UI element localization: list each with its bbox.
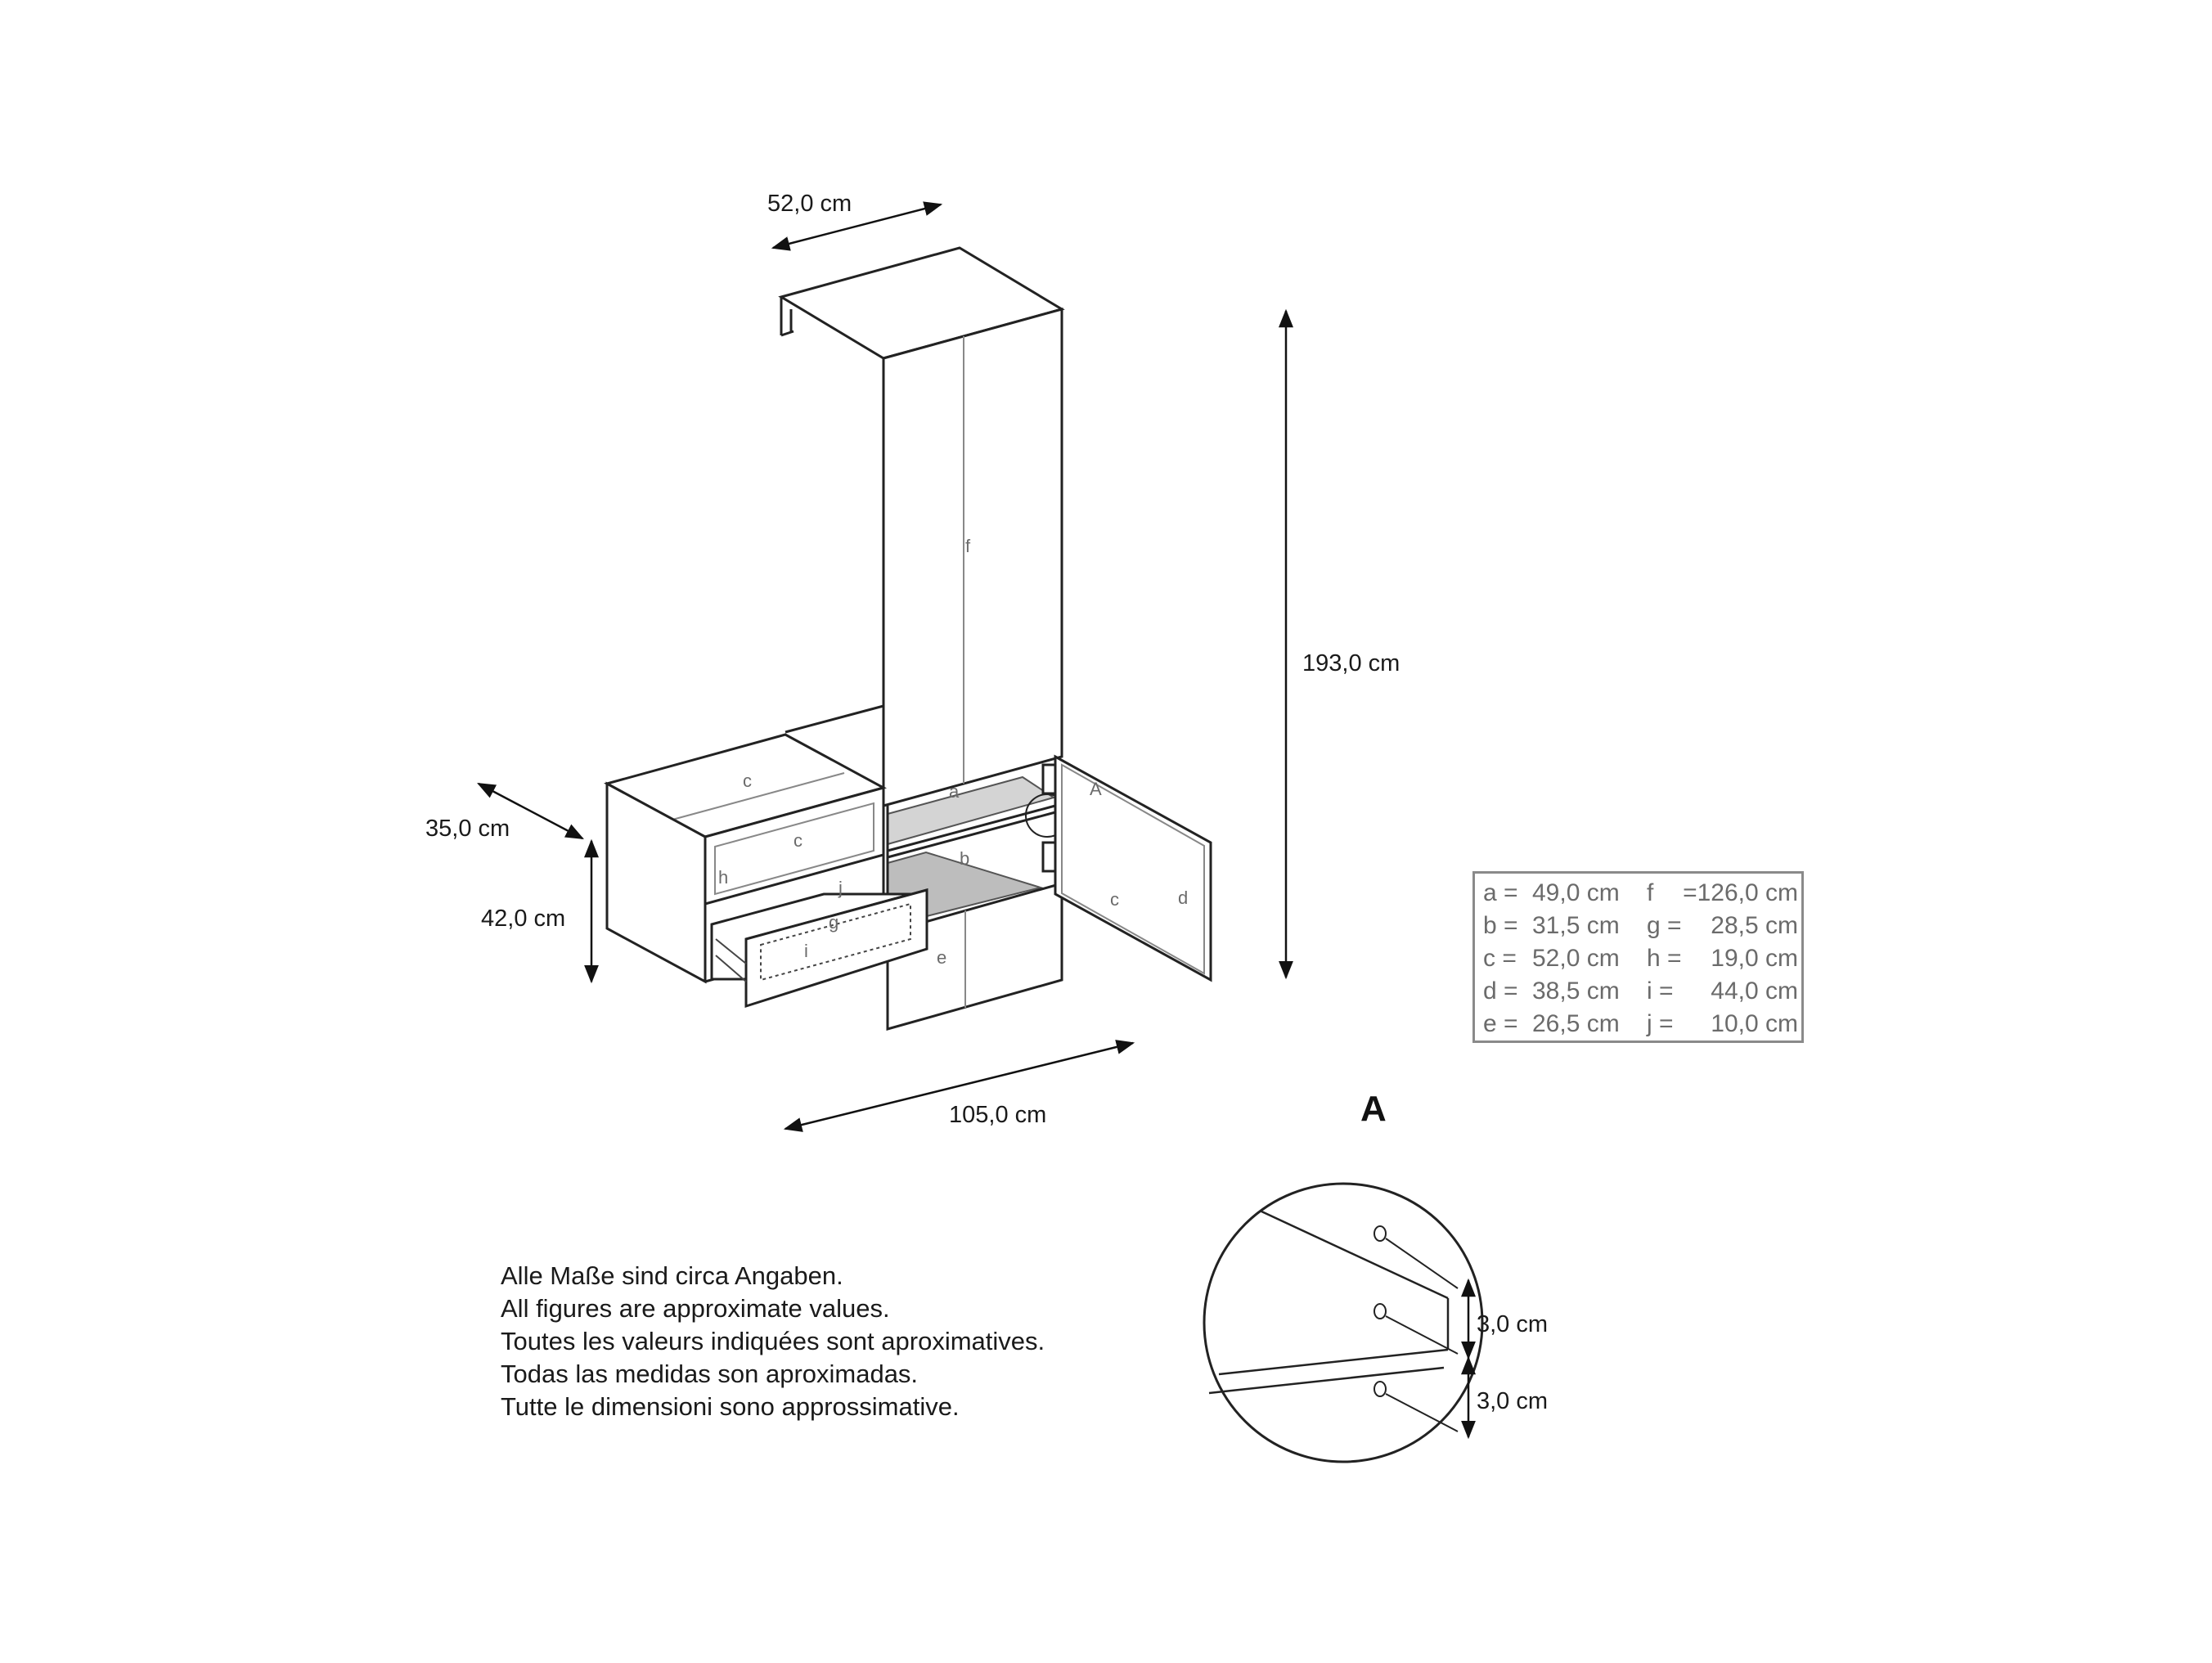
legend-value: 49,0 cm bbox=[1532, 879, 1620, 906]
detail-title: A bbox=[1360, 1089, 1387, 1129]
part-label-c-door: c bbox=[1110, 889, 1119, 910]
part-label-b: b bbox=[960, 848, 969, 869]
part-label-f: f bbox=[965, 536, 971, 556]
legend-value: =126,0 cm bbox=[1683, 879, 1798, 906]
part-label-c-top: c bbox=[743, 771, 752, 791]
legend-key: f bbox=[1647, 879, 1654, 906]
width-total-label: 105,0 cm bbox=[949, 1102, 1046, 1128]
note-line: Tutte le dimensioni sono approssimative. bbox=[501, 1392, 960, 1421]
legend-key: g = bbox=[1647, 912, 1682, 939]
depth-top-label: 52,0 cm bbox=[767, 191, 852, 217]
legend-row: a = 49,0 cm f =126,0 cm bbox=[1483, 877, 1801, 910]
part-label-a: a bbox=[949, 781, 960, 802]
part-label-j: j bbox=[838, 878, 843, 898]
depth-bench-arrow bbox=[477, 782, 584, 840]
legend-row: c = 52,0 cm h = 19,0 cm bbox=[1483, 942, 1801, 975]
legend-row: d = 38,5 cm i = 44,0 cm bbox=[1483, 975, 1801, 1008]
legend-key: e = bbox=[1483, 1010, 1518, 1037]
legend-value: 26,5 cm bbox=[1532, 1010, 1620, 1037]
note-line: All figures are approximate values. bbox=[501, 1294, 890, 1323]
part-label-g: g bbox=[829, 912, 838, 933]
legend-key: b = bbox=[1483, 912, 1518, 939]
dimension-legend: a = 49,0 cm f =126,0 cm b = 31,5 cm g = … bbox=[1472, 871, 1804, 1043]
note-line: Todas las medidas son aproximadas. bbox=[501, 1360, 919, 1388]
height-total-label: 193,0 cm bbox=[1302, 650, 1400, 676]
part-label-e: e bbox=[937, 947, 946, 968]
legend-value: 10,0 cm bbox=[1711, 1010, 1798, 1037]
legend-value: 38,5 cm bbox=[1532, 978, 1620, 1005]
open-drawer bbox=[710, 888, 928, 1009]
dimension-lines bbox=[477, 201, 1293, 1132]
legend-value: 31,5 cm bbox=[1532, 912, 1620, 939]
legend-value: 52,0 cm bbox=[1532, 945, 1620, 972]
legend-key: h = bbox=[1647, 945, 1682, 972]
detail-spacing-2: 3,0 cm bbox=[1477, 1388, 1548, 1414]
legend-value: 19,0 cm bbox=[1711, 945, 1798, 972]
height-bench-label: 42,0 cm bbox=[481, 906, 565, 932]
legend-key: j = bbox=[1647, 1010, 1674, 1037]
note-line: Alle Maße sind circa Angaben. bbox=[501, 1261, 843, 1290]
wardrobe-unit bbox=[778, 246, 1065, 807]
open-door bbox=[1054, 754, 1212, 982]
legend-value: 28,5 cm bbox=[1711, 912, 1798, 939]
legend-row: e = 26,5 cm j = 10,0 cm bbox=[1483, 1008, 1801, 1040]
bench-cabinet bbox=[604, 733, 887, 984]
note-line: Toutes les valeurs indiquées sont aproxi… bbox=[501, 1327, 1045, 1355]
legend-value: 44,0 cm bbox=[1711, 978, 1798, 1005]
depth-bench-label: 35,0 cm bbox=[425, 816, 510, 842]
approximation-notes: Alle Maße sind circa Angaben. All figure… bbox=[501, 1260, 1045, 1423]
depth-top-arrow bbox=[771, 201, 943, 251]
part-label-i: i bbox=[804, 941, 808, 961]
width-total-arrow bbox=[783, 1040, 1135, 1132]
legend-row: b = 31,5 cm g = 28,5 cm bbox=[1483, 910, 1801, 942]
part-label-d: d bbox=[1178, 888, 1188, 908]
legend-key: i = bbox=[1647, 978, 1674, 1005]
detail-spacing-1: 3,0 cm bbox=[1477, 1311, 1548, 1337]
legend-key: c = bbox=[1483, 945, 1517, 972]
legend-key: a = bbox=[1483, 879, 1518, 906]
part-label-h: h bbox=[718, 867, 728, 888]
detail-circle bbox=[1203, 1182, 1484, 1463]
detail-marker: A bbox=[1090, 779, 1102, 799]
legend-key: d = bbox=[1483, 978, 1518, 1005]
part-label-c-front: c bbox=[794, 830, 803, 851]
